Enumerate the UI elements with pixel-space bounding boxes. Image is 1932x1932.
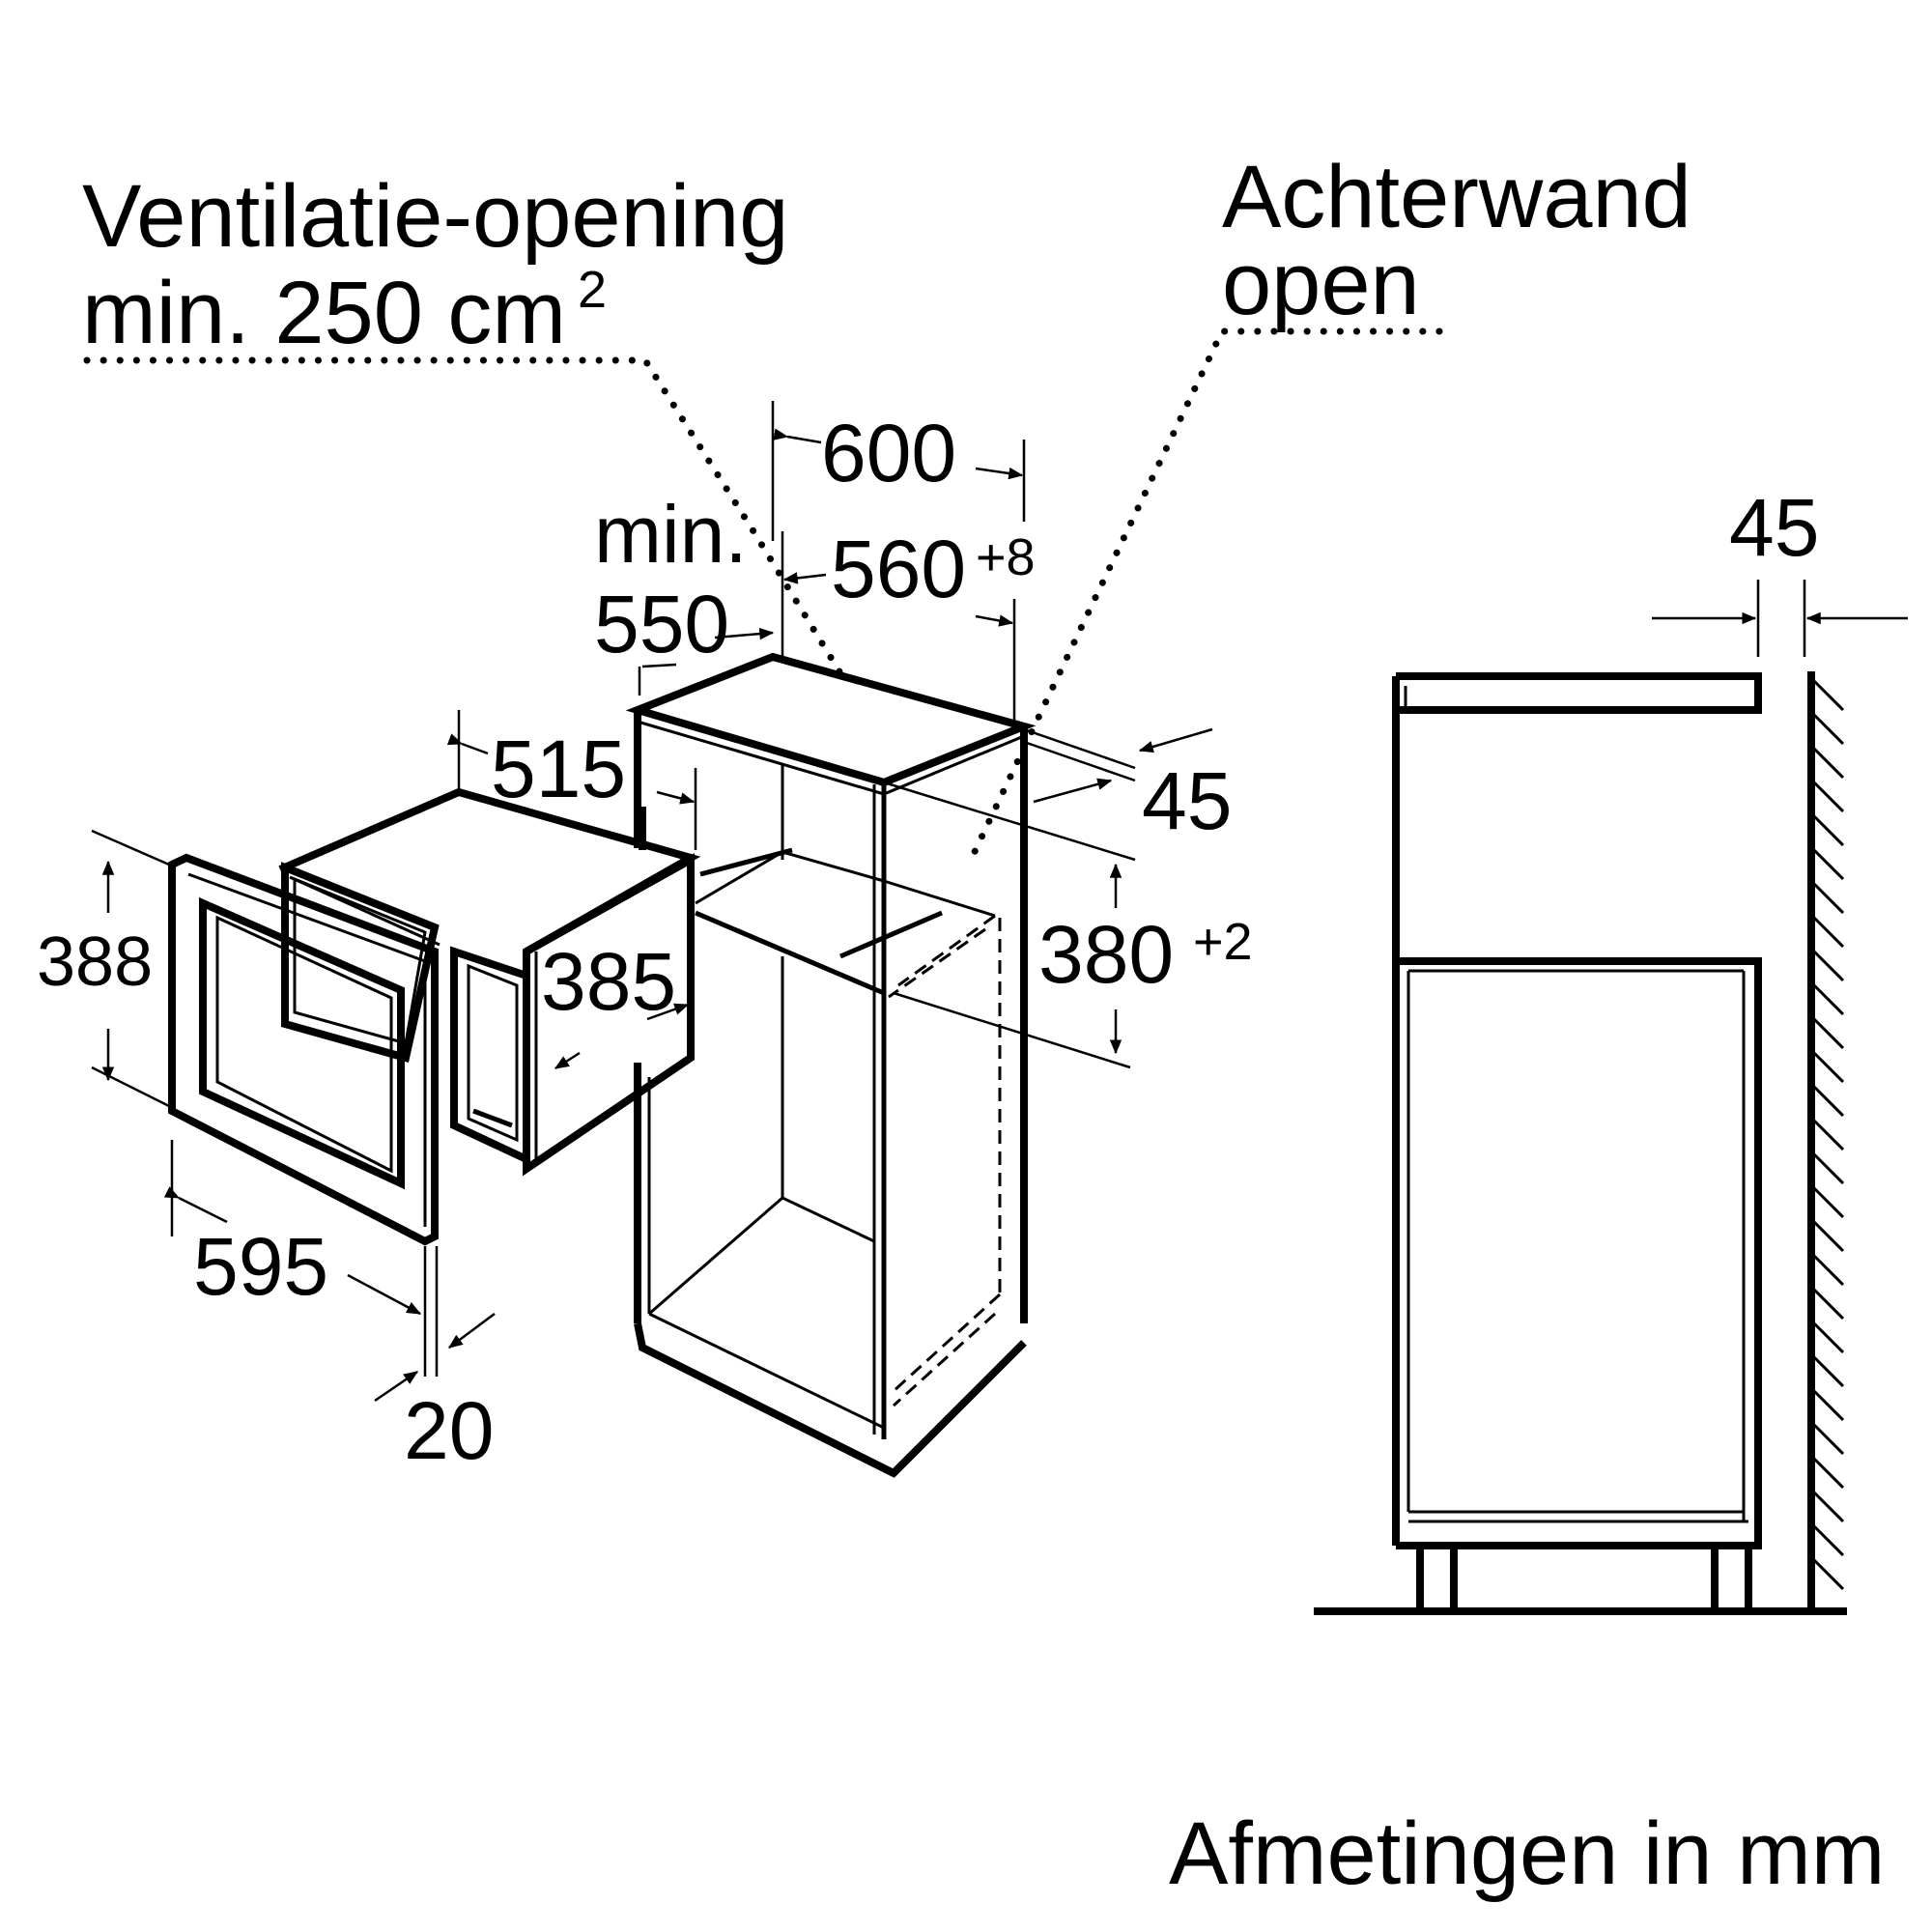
ventilation-label-line1: Ventilatie-opening (82, 167, 788, 266)
back-wall-leader-line (967, 327, 1443, 864)
dim-20: 20 (404, 1385, 494, 1476)
dim-45-side: 45 (1729, 482, 1819, 573)
cabinet-drawing (625, 652, 1037, 1478)
dim-385: 385 (541, 936, 676, 1027)
ventilation-label-superscript: 2 (578, 261, 607, 319)
ventilation-leader-line (83, 356, 849, 685)
microwave-drawing (168, 787, 701, 1246)
dim-560: 560 (831, 524, 966, 614)
back-wall-label-line1: Achterwand (1222, 148, 1691, 246)
dim-595: 595 (193, 1221, 328, 1312)
back-wall-label-line2: open (1222, 235, 1420, 333)
dim-380-tolerance: +2 (1193, 913, 1253, 971)
dim-388: 388 (37, 923, 153, 1001)
dim-600: 600 (821, 408, 956, 498)
ventilation-label-line2: min. 250 cm (82, 264, 566, 362)
dim-515: 515 (491, 724, 626, 814)
dim-380: 380 (1038, 909, 1174, 1000)
dim-min-label: min. (594, 489, 748, 580)
dim-560-tolerance: +8 (976, 528, 1036, 586)
dimension-lines (91, 401, 1213, 1403)
side-view-drawing (1314, 580, 1908, 1615)
dim-45-back: 45 (1142, 755, 1232, 846)
dim-550: 550 (594, 579, 729, 669)
units-label: Afmetingen in mm (1169, 1804, 1885, 1903)
